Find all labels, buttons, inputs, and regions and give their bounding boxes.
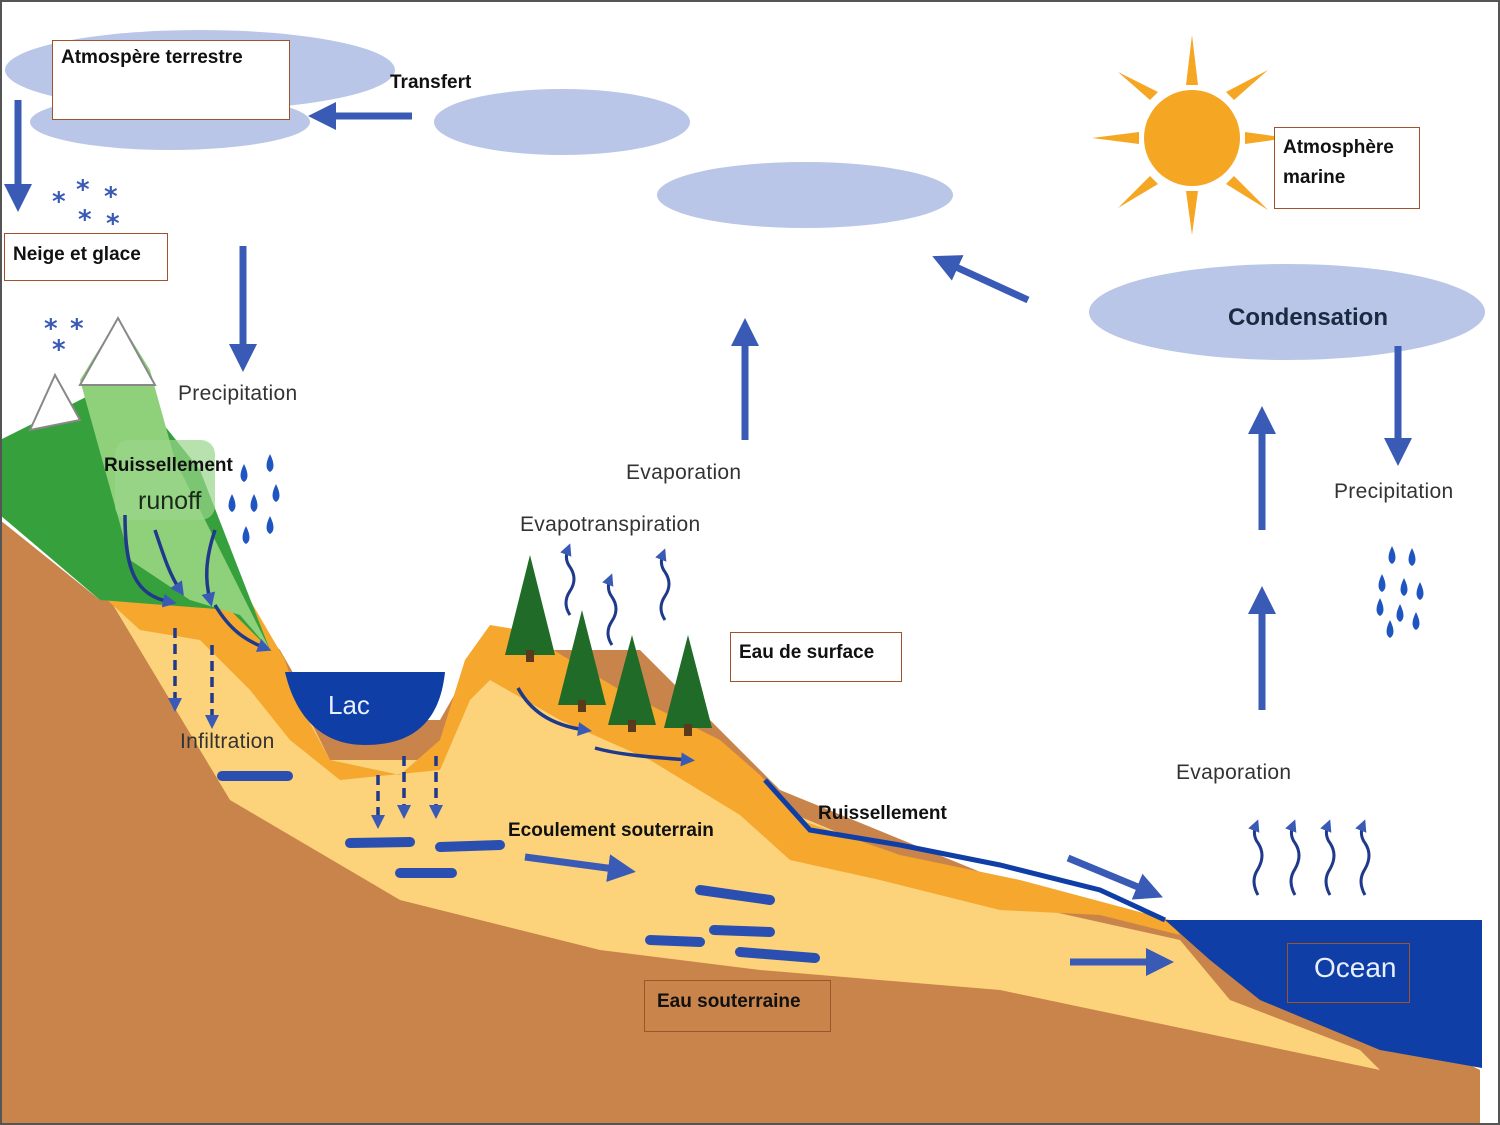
svg-text:*: * — [104, 182, 118, 212]
label-precipitation-land: Precipitation — [178, 382, 298, 405]
arrow-surface-flow-2 — [594, 746, 695, 767]
raindrops-land-icon — [228, 454, 280, 544]
label-transfert: Transfert — [390, 72, 472, 93]
snowflakes-icon: *** ** *** — [44, 175, 120, 365]
arrow-groundwater-flow — [524, 853, 636, 883]
svg-text:*: * — [70, 314, 84, 344]
label-ocean: Ocean — [1287, 943, 1410, 1003]
label-evaporation-sea: Evaporation — [1176, 761, 1292, 784]
label-atmosphere-marine: Atmosphère marine — [1274, 127, 1420, 209]
svg-text:*: * — [52, 187, 66, 217]
arrow-runoff-1 — [123, 514, 177, 608]
arrow-surface-flow-1 — [516, 687, 592, 736]
cloud-middle — [657, 162, 953, 228]
arrow-to-atmosphere — [932, 255, 1030, 304]
cloud-condensation — [1089, 264, 1485, 360]
label-precipitation-sea: Precipitation — [1334, 480, 1454, 503]
label-ecoulement-souterrain: Ecoulement souterrain — [508, 820, 714, 841]
label-neige-glace: Neige et glace — [4, 233, 168, 281]
arrow-runoff-4 — [213, 604, 272, 652]
sun-icon — [1092, 35, 1288, 235]
raindrops-sea-icon — [1376, 546, 1424, 638]
wavy-evaporation-sea-2 — [1285, 819, 1301, 896]
label-eau-souterraine: Eau souterraine — [644, 980, 831, 1032]
svg-text:*: * — [52, 335, 66, 365]
label-runoff: runoff — [138, 487, 202, 515]
label-infiltration: Infiltration — [180, 730, 275, 753]
wavy-evapotranspiration-3 — [655, 548, 671, 621]
label-eau-de-surface: Eau de surface — [730, 632, 902, 682]
aquifer-layer — [110, 600, 1380, 1070]
svg-text:*: * — [78, 205, 92, 235]
wavy-evapotranspiration-1 — [560, 543, 576, 616]
groundwater-streaks — [217, 771, 820, 963]
wavy-evaporation-sea-3 — [1320, 819, 1336, 896]
cloud-transfert — [434, 89, 690, 155]
label-condensation: Condensation — [1228, 304, 1388, 331]
label-evaporation-middle: Evaporation — [626, 461, 742, 484]
label-ruissellement-mountain: Ruissellement — [104, 455, 233, 476]
label-lac: Lac — [328, 690, 370, 720]
lake — [285, 672, 445, 745]
mountain — [0, 315, 270, 650]
svg-text:*: * — [106, 209, 120, 239]
label-evapotranspiration: Evapotranspiration — [520, 513, 701, 536]
coastal-runoff-line — [763, 778, 1167, 923]
arrow-runoff-2 — [153, 529, 184, 596]
wavy-evaporation-sea-4 — [1355, 819, 1371, 896]
topsoil-layer — [105, 598, 1180, 935]
label-atmosphere-terrestre: Atmospère terrestre — [52, 40, 290, 120]
svg-text:*: * — [44, 314, 58, 344]
wavy-evapotranspiration-2 — [602, 573, 618, 646]
arrow-coastal-runoff — [1066, 854, 1163, 900]
forest-icon — [505, 555, 712, 736]
wavy-evaporation-sea-1 — [1248, 819, 1264, 896]
ocean-water — [1165, 920, 1482, 1068]
arrow-runoff-3 — [201, 529, 217, 607]
label-ruissellement-coast: Ruissellement — [818, 803, 947, 824]
svg-text:*: * — [76, 175, 90, 205]
